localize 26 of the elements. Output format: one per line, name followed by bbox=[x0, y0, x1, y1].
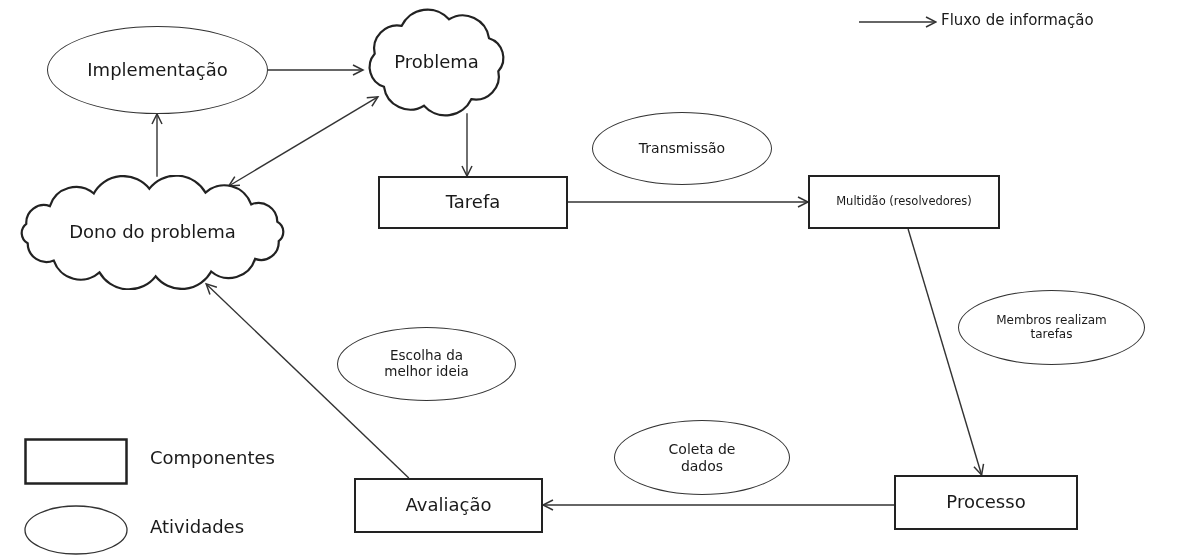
node-label: Tarefa bbox=[445, 192, 501, 213]
node-label: Problema bbox=[394, 52, 479, 73]
component-box bbox=[808, 175, 1000, 229]
component-box bbox=[894, 475, 1078, 530]
node-label: Membros realizam tarefas bbox=[995, 313, 1108, 342]
node-label: Processo bbox=[946, 492, 1026, 513]
node-label: Coleta de dados bbox=[667, 441, 737, 474]
legend-label: Fluxo de informação bbox=[941, 11, 1094, 29]
node-label: Implementação bbox=[87, 59, 228, 81]
arrow bbox=[151, 113, 163, 178]
arrow bbox=[267, 64, 364, 76]
arrow bbox=[907, 228, 985, 476]
node-label: Transmissão bbox=[638, 140, 726, 157]
arrow bbox=[205, 283, 410, 479]
arrow bbox=[461, 112, 473, 177]
component-box bbox=[378, 176, 568, 229]
node-label: Escolha da melhor ideia bbox=[383, 348, 470, 380]
arrow bbox=[567, 196, 809, 208]
legend-label: Componentes bbox=[150, 447, 275, 468]
component-box bbox=[354, 478, 543, 533]
node-label: Multidão (resolvedores) bbox=[836, 195, 972, 209]
double-arrow bbox=[228, 96, 379, 187]
legend-label: Atividades bbox=[150, 516, 245, 537]
node-label: Avaliação bbox=[405, 495, 492, 516]
arrow bbox=[542, 499, 895, 511]
node-label: Dono do problema bbox=[69, 222, 236, 243]
